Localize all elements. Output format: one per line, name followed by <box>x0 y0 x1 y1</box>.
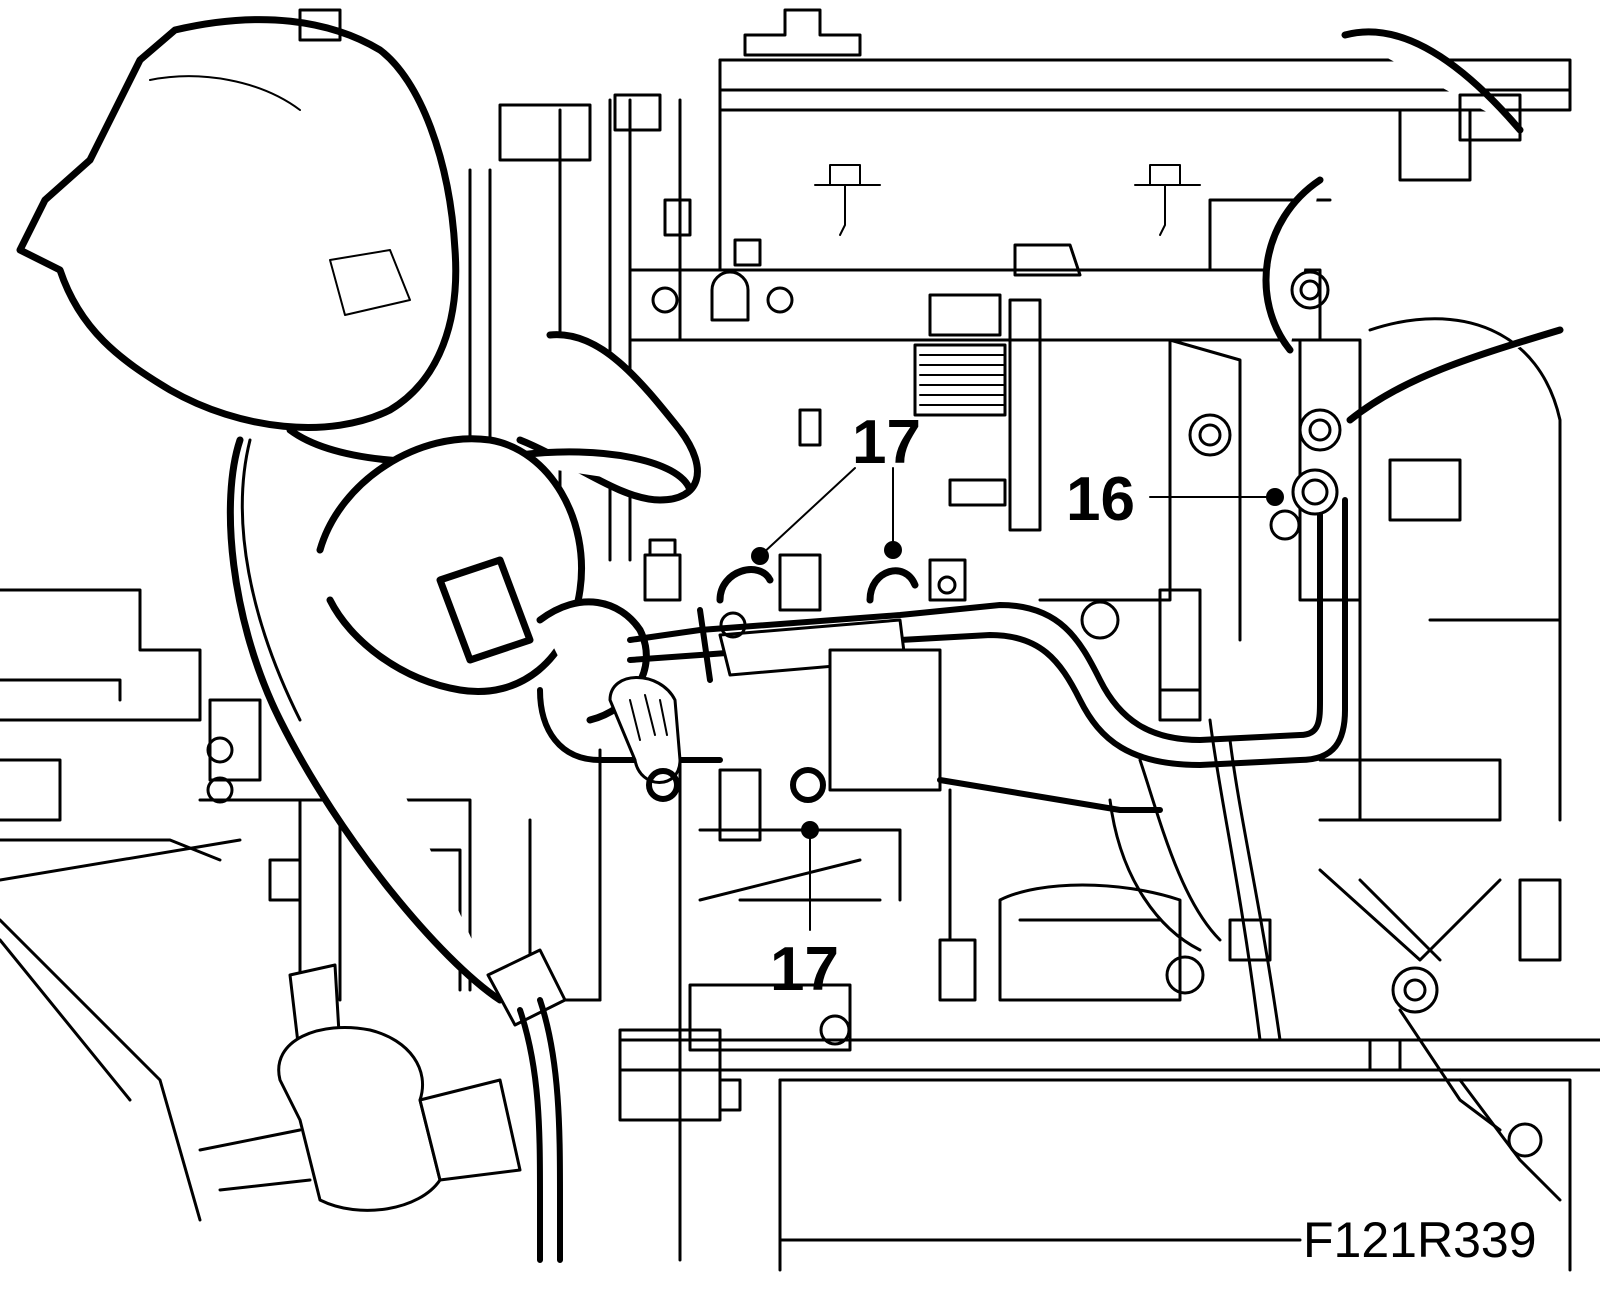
callout-17-bottom: 17 <box>770 821 839 1004</box>
lower-engine-outline <box>0 588 1600 1272</box>
callout-16: 16 <box>1066 465 1284 534</box>
bracket-fittings <box>608 293 1282 1042</box>
coolant-hoses <box>226 331 701 1263</box>
callout-17-top: 17 <box>751 408 921 565</box>
callout-label-17-bottom: 17 <box>770 935 839 1004</box>
callout-label-17-top: 17 <box>852 408 921 477</box>
figure-code-label: F121R339 <box>1303 1212 1537 1268</box>
coolant-pipe <box>537 468 1348 813</box>
expansion-tank <box>16 8 460 431</box>
engine-block-outline <box>468 8 1572 822</box>
solenoid-valve <box>198 963 522 1212</box>
figure-code: F121R339 <box>778 1212 1537 1268</box>
callout-label-16: 16 <box>1066 465 1135 534</box>
